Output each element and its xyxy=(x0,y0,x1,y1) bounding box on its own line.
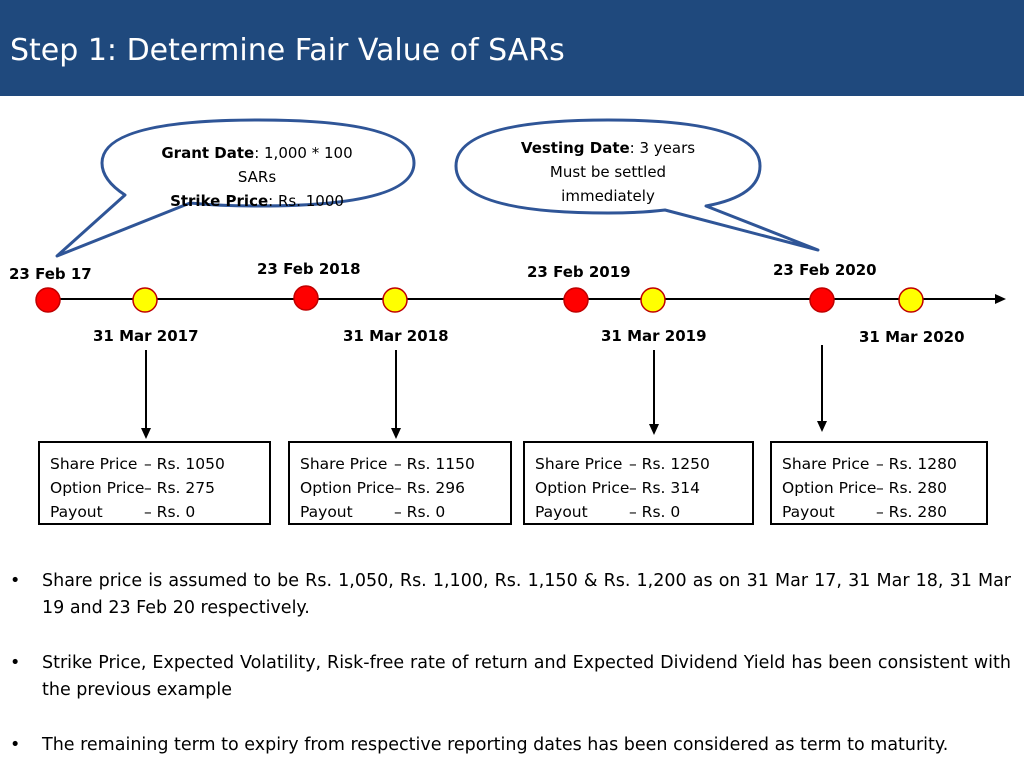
date-label-top-1: 23 Feb 17 xyxy=(9,265,92,283)
date-label-bottom-1: 31 Mar 2017 xyxy=(93,327,199,345)
timeline-marker-yellow xyxy=(132,287,158,313)
bullet-text: Strike Price, Expected Volatility, Risk-… xyxy=(42,653,1011,700)
date-label-top-2: 23 Feb 2018 xyxy=(257,260,361,278)
page-title: Step 1: Determine Fair Value of SARs xyxy=(10,33,565,68)
valuation-box-2020: Share Price– Rs. 1280 Option Price– Rs. … xyxy=(770,441,988,525)
date-label-top-4: 23 Feb 2020 xyxy=(773,261,877,279)
share-price-label: Share Price xyxy=(535,455,623,473)
timeline-marker-red xyxy=(563,287,589,313)
timeline-marker-red xyxy=(293,285,319,311)
share-price-label: Share Price xyxy=(50,455,138,473)
timeline-marker-yellow xyxy=(382,287,408,313)
payout-value: – Rs. 0 xyxy=(144,503,196,521)
vesting-callout-text: Vesting Date: 3 years Must be settled im… xyxy=(508,136,708,208)
share-price-value: – Rs. 1050 xyxy=(144,455,225,473)
grant-date-label: Grant Date xyxy=(161,144,255,162)
vesting-date-value: : 3 years xyxy=(629,139,696,157)
bullet-text: The remaining term to expiry from respec… xyxy=(42,735,949,755)
share-price-value: – Rs. 1250 xyxy=(629,455,710,473)
bullet-text: Share price is assumed to be Rs. 1,050, … xyxy=(42,571,1011,618)
date-label-bottom-3: 31 Mar 2019 xyxy=(601,327,707,345)
option-price-label: Option Price xyxy=(535,479,630,497)
option-price-label: Option Price xyxy=(782,479,877,497)
title-bar: Step 1: Determine Fair Value of SARs xyxy=(0,0,1024,96)
grant-date-value: : 1,000 * 100 SARs xyxy=(237,144,353,186)
option-price-label: Option Price xyxy=(50,479,145,497)
share-price-value: – Rs. 1150 xyxy=(394,455,475,473)
down-arrowhead-1 xyxy=(141,428,151,439)
payout-value: – Rs. 280 xyxy=(876,503,947,521)
bullet-symbol: • xyxy=(10,653,21,673)
option-price-value: – Rs. 275 xyxy=(144,479,215,497)
payout-label: Payout xyxy=(300,503,353,521)
share-price-value: – Rs. 1280 xyxy=(876,455,957,473)
strike-price-value: : Rs. 1000 xyxy=(268,192,344,210)
timeline-marker-yellow xyxy=(898,287,924,313)
bullet-symbol: • xyxy=(10,735,21,755)
option-price-value: – Rs. 296 xyxy=(394,479,465,497)
option-price-value: – Rs. 280 xyxy=(876,479,947,497)
timeline-marker-red xyxy=(809,287,835,313)
payout-value: – Rs. 0 xyxy=(629,503,681,521)
date-label-bottom-2: 31 Mar 2018 xyxy=(343,327,449,345)
timeline-marker-yellow xyxy=(640,287,666,313)
timeline-marker-red xyxy=(35,287,61,313)
bullet-symbol: • xyxy=(10,571,21,591)
payout-label: Payout xyxy=(50,503,103,521)
share-price-label: Share Price xyxy=(782,455,870,473)
down-arrowhead-2 xyxy=(391,428,401,439)
valuation-box-2017: Share Price– Rs. 1050 Option Price– Rs. … xyxy=(38,441,271,525)
grant-callout-text: Grant Date: 1,000 * 100 SARs Strike Pric… xyxy=(152,141,362,213)
payout-value: – Rs. 0 xyxy=(394,503,446,521)
payout-label: Payout xyxy=(535,503,588,521)
vesting-settlement-note: Must be settled immediately xyxy=(549,163,667,205)
valuation-box-2018: Share Price– Rs. 1150 Option Price– Rs. … xyxy=(288,441,512,525)
option-price-value: – Rs. 314 xyxy=(629,479,700,497)
timeline-arrowhead xyxy=(995,294,1006,304)
down-arrowhead-3 xyxy=(649,424,659,435)
vesting-callout-bubble xyxy=(454,118,820,252)
valuation-box-2019: Share Price– Rs. 1250 Option Price– Rs. … xyxy=(523,441,754,525)
date-label-bottom-4: 31 Mar 2020 xyxy=(859,328,965,346)
timeline-graphic xyxy=(35,118,1006,439)
date-label-top-3: 23 Feb 2019 xyxy=(527,263,631,281)
option-price-label: Option Price xyxy=(300,479,395,497)
down-arrowhead-4 xyxy=(817,421,827,432)
payout-label: Payout xyxy=(782,503,835,521)
strike-price-label: Strike Price xyxy=(170,192,269,210)
vesting-date-label: Vesting Date xyxy=(520,139,630,157)
grant-callout-bubble xyxy=(55,118,416,258)
share-price-label: Share Price xyxy=(300,455,388,473)
